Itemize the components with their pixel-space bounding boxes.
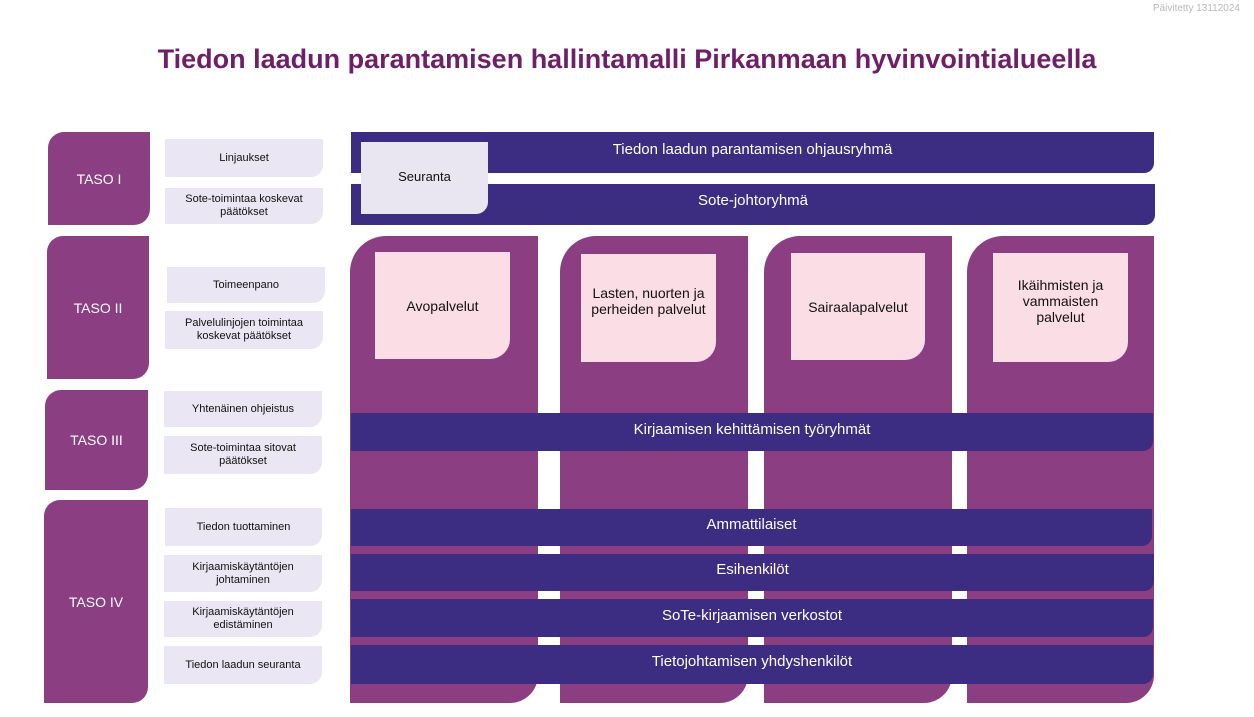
card-tiedon-tuottaminen: Tiedon tuottaminen bbox=[165, 508, 322, 546]
band-esihenkilot: Esihenkilöt bbox=[351, 554, 1154, 591]
band-sote-johtoryhma-label: Sote-johtoryhmä bbox=[697, 192, 809, 209]
level-1: TASO I bbox=[48, 132, 150, 225]
page-title: Tiedon laadun parantamisen hallintamalli… bbox=[157, 44, 1097, 74]
band-kirjaamisen-tyoryhmat-label: Kirjaamisen kehittämisen työryhmät bbox=[633, 420, 871, 438]
card-linjaukset: Linjaukset bbox=[165, 139, 323, 177]
service-sairaalapalvelut: Sairaalapalvelut bbox=[791, 253, 925, 360]
service-lasten-nuorten: Lasten, nuorten ja perheiden palvelut bbox=[581, 254, 716, 362]
band-ohjausryhma-label: Tiedon laadun parantamisen ohjausryhmä bbox=[612, 141, 893, 158]
level-2: TASO II bbox=[47, 236, 149, 379]
service-avopalvelut: Avopalvelut bbox=[375, 252, 510, 359]
band-ammattilaiset-label: Ammattilaiset bbox=[706, 516, 797, 533]
card-toimeenpano: Toimeenpano bbox=[167, 267, 325, 303]
band-esihenkilot-label: Esihenkilöt bbox=[716, 561, 789, 578]
card-kirjaamiskaytantojen-johtaminen: Kirjaamiskäytäntöjen johtaminen bbox=[164, 555, 322, 592]
band-sote-verkostot: SoTe-kirjaamisen verkostot bbox=[351, 599, 1153, 637]
card-palvelulinjojen-paatokset: Palvelulinjojen toimintaa koskevat päätö… bbox=[165, 311, 323, 349]
seuranta-box: Seuranta bbox=[361, 142, 488, 214]
band-ammattilaiset: Ammattilaiset bbox=[351, 509, 1152, 546]
band-kirjaamisen-tyoryhmat: Kirjaamisen kehittämisen työryhmät bbox=[351, 413, 1153, 451]
card-sote-toimintaa-koskevat: Sote-toimintaa koskevat päätökset bbox=[165, 188, 323, 224]
card-kirjaamiskaytantojen-edistaminen: Kirjaamiskäytäntöjen edistäminen bbox=[164, 601, 322, 637]
card-sote-sitovat-paatokset: Sote-toimintaa sitovat päätökset bbox=[164, 436, 322, 474]
updated-date: Päivitetty 13112024 bbox=[1152, 3, 1240, 14]
band-yhdyshenkilot: Tietojohtamisen yhdyshenkilöt bbox=[351, 645, 1153, 684]
card-tiedon-laadun-seuranta: Tiedon laadun seuranta bbox=[164, 646, 322, 684]
service-ikaihmisten: Ikäihmisten ja vammaisten palvelut bbox=[993, 253, 1128, 362]
band-sote-verkostot-label: SoTe-kirjaamisen verkostot bbox=[661, 606, 843, 624]
band-yhdyshenkilot-label: Tietojohtamisen yhdyshenkilöt bbox=[651, 653, 853, 670]
level-3: TASO III bbox=[45, 390, 148, 490]
card-yhtenainen-ohjeistus: Yhtenäinen ohjeistus bbox=[164, 391, 322, 427]
level-4: TASO IV bbox=[44, 500, 148, 703]
